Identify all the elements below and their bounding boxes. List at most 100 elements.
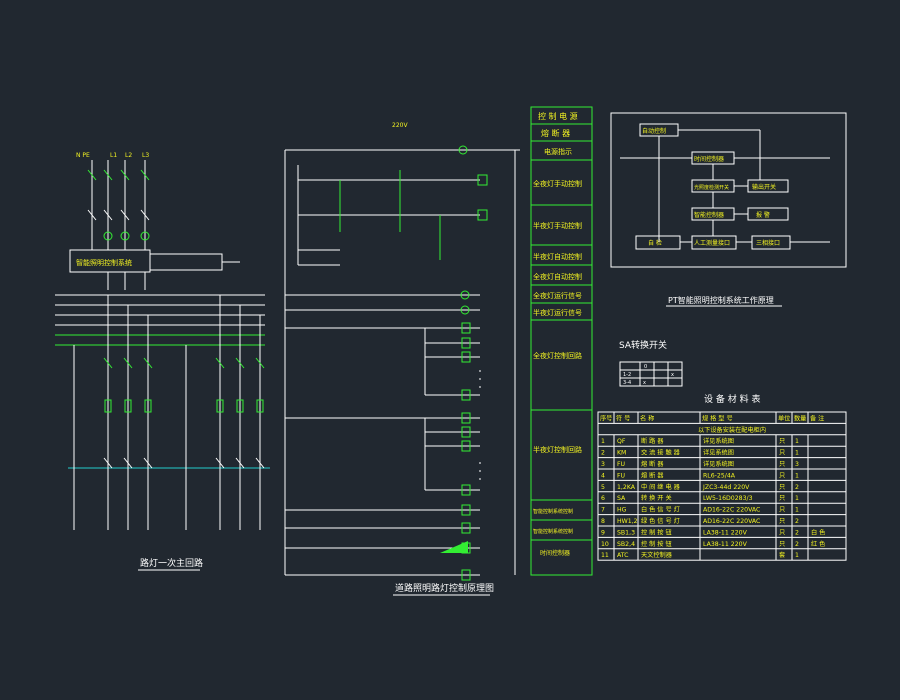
- materials-table-cell: JZC3-44d 220V: [702, 484, 750, 491]
- legend-row-4: 全夜灯手动控制: [533, 179, 582, 188]
- bus-bars: [55, 294, 265, 326]
- legend-row-7: 全夜灯自动控制: [533, 272, 582, 281]
- materials-table-cell: 4: [601, 472, 605, 479]
- materials-table-cell: 1: [795, 507, 799, 514]
- feeder-fuses: [104, 399, 264, 413]
- supply-label: N PE: [76, 152, 90, 159]
- control-top-label: 220V: [392, 122, 408, 129]
- side-rails: [284, 150, 516, 575]
- materials-table-cell: 1: [795, 495, 799, 502]
- sa-switch-header-0: 0: [644, 364, 647, 370]
- materials-table-cell: LA38-11 220V: [703, 529, 748, 536]
- materials-table-cell: KM: [617, 450, 626, 457]
- materials-table-cell: 转 换 开 关: [641, 494, 672, 502]
- signal-rungs: [285, 294, 480, 311]
- legend-row-10: 全夜灯控制回路: [533, 351, 582, 360]
- phase-label-l3: L3: [142, 152, 149, 159]
- neutral-pe-bars: [55, 334, 265, 346]
- materials-table-cell: 3: [601, 461, 605, 468]
- materials-table-title: 设 备 材 料 表: [704, 393, 760, 405]
- materials-table-cell: 白 色: [811, 528, 825, 536]
- materials-table-cell: 只: [779, 495, 785, 502]
- smart-control-rungs: [285, 509, 480, 576]
- materials-table-cell: 8: [601, 518, 605, 525]
- materials-table-cell: 11: [601, 552, 609, 559]
- main-circuit: N PE L1 L2 L3 智能照明控制系统 路灯一次主回路: [55, 152, 270, 571]
- system-frame: [610, 112, 847, 268]
- control-circuit: 220V 道路照明路灯控制原理: [284, 122, 520, 596]
- materials-table-cell: LW5-16D0283/3: [703, 495, 753, 502]
- materials-table-cell: 只: [779, 438, 785, 445]
- materials-table-cell: 1: [795, 472, 799, 479]
- materials-table-cell: 只: [779, 541, 785, 548]
- materials-table-cell: 5: [601, 484, 605, 491]
- sa-switch-title: SA转换开关: [619, 339, 667, 351]
- materials-table-cell: 9: [601, 529, 605, 536]
- breaker-contacts: [87, 169, 150, 181]
- materials-table-cell: AD16-22C 220VAC: [703, 518, 760, 525]
- materials-table-cell: 详见系统图: [703, 449, 734, 457]
- materials-table-cell: 熔 断 器: [641, 471, 664, 479]
- legend-row-11: 半夜灯控制回路: [533, 445, 582, 454]
- relay-coil-ka1: [477, 174, 488, 186]
- system-diagram-title: PT智能照明控制系统工作原理: [668, 295, 774, 305]
- materials-table-header: 符 号: [616, 414, 630, 422]
- system-box-output: 输出开关: [752, 183, 776, 191]
- legend-row-12: 智能控制系统控制: [533, 508, 573, 515]
- materials-table-header: 规 格 型 号: [702, 414, 733, 422]
- phase-label-l1: L1: [110, 152, 117, 159]
- legend-row-3: 电源指示: [544, 147, 572, 156]
- materials-table-cell: 1: [601, 438, 605, 445]
- materials-table-header: 名 称: [640, 414, 654, 422]
- materials-table-cell: FU: [617, 461, 625, 468]
- materials-table-cell: 只: [779, 450, 785, 457]
- legend-row-9: 半夜灯运行信号: [533, 308, 582, 317]
- full-night-signal-lamp: [460, 290, 470, 300]
- materials-table-cell: 红 色: [811, 540, 825, 548]
- phase-label-l2: L2: [125, 152, 132, 159]
- materials-table-header: 数量: [794, 414, 806, 422]
- materials-table-cell: 只: [779, 529, 785, 536]
- materials-table-cell: 只: [779, 472, 785, 479]
- materials-table-cell: 只: [779, 518, 785, 525]
- materials-table-header: 单位: [778, 414, 790, 422]
- legend-row-1: 控 制 电 源: [538, 111, 578, 121]
- legend-row-5: 半夜灯手动控制: [533, 221, 582, 230]
- system-box-selftest: 自 检: [648, 239, 662, 247]
- main-circuit-title: 路灯一次主回路: [140, 557, 203, 569]
- materials-table-cell: 2: [601, 450, 605, 457]
- feeder-contactors: [103, 457, 265, 469]
- materials-table-cell: 套: [779, 551, 785, 559]
- power-indicator-lamp: [458, 145, 468, 155]
- system-diagram: 自动控制 时间控制器 光照度检测开关 输出开关 智能控制器 报 警 自 检 人工…: [610, 112, 847, 307]
- current-transformers: [103, 231, 150, 241]
- materials-table-cell: 详见系统图: [703, 437, 734, 445]
- system-box-three-phase: 三相接口: [756, 239, 780, 247]
- sa-switch-row-1-mark: x: [671, 372, 674, 378]
- materials-table-header: 序号: [600, 414, 612, 422]
- system-box-alarm: 报 警: [756, 211, 770, 219]
- materials-table-cell: 3: [795, 461, 799, 468]
- materials-table-cell: 绿 色 信 号 灯: [641, 517, 680, 525]
- materials-table-cell: 10: [601, 541, 609, 548]
- materials-table-cell: RL6-25/4A: [703, 472, 736, 479]
- materials-table-cell: 只: [779, 507, 785, 514]
- control-circuit-title: 道路照明路灯控制原理图: [395, 582, 494, 594]
- materials-table-cell: 6: [601, 495, 605, 502]
- system-connectors: [620, 129, 830, 243]
- materials-table-cell: HW1,2: [617, 518, 638, 525]
- legend-row-14: 时间控制器: [540, 549, 570, 557]
- materials-table-cell: 7: [601, 507, 605, 514]
- relay-coil-ka2: [477, 209, 488, 221]
- materials-table-cell: FU: [617, 472, 625, 479]
- materials-table-cell: 详见系统图: [703, 460, 734, 468]
- materials-table-cell: 熔 断 器: [641, 460, 664, 468]
- materials-table-group-row: 以下设备安装在配电柜内: [698, 426, 766, 434]
- time-controller-symbol: [440, 541, 468, 553]
- legend-row-6: 半夜灯自动控制: [533, 252, 582, 261]
- materials-table-cell: SB2,4: [617, 541, 635, 548]
- materials-table-cell: 2: [795, 541, 799, 548]
- half-night-signal-lamp: [460, 305, 470, 315]
- materials-table-cell: 1: [795, 552, 799, 559]
